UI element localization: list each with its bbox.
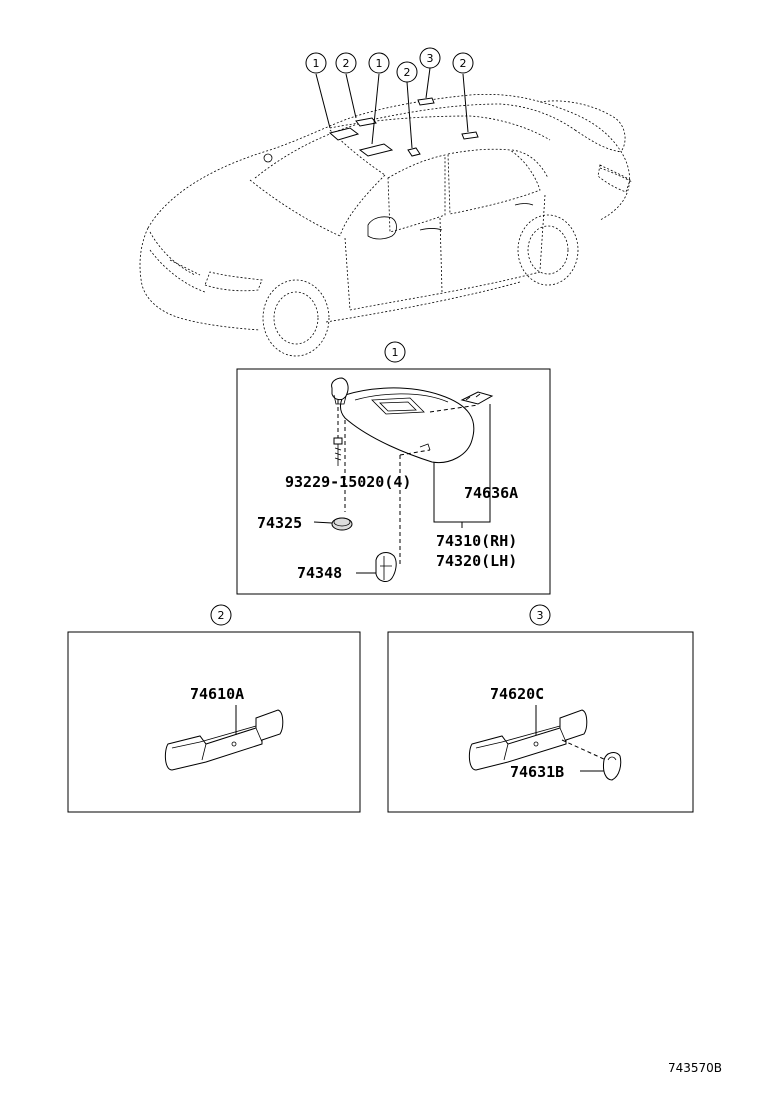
svg-text:1: 1	[313, 57, 320, 70]
car-illustration	[139, 67, 633, 357]
assist-grip-hook-box	[387, 631, 694, 813]
assist-grip-illustration	[164, 705, 284, 771]
svg-text:2: 2	[218, 609, 225, 622]
svg-text:1: 1	[376, 57, 383, 70]
callout-1a: 1	[305, 52, 327, 74]
callout-2a: 2	[335, 52, 357, 74]
part-number-74631B: 74631B	[510, 763, 564, 781]
callout-2b: 2	[396, 61, 418, 83]
sun-visor-illustration	[313, 377, 494, 582]
callout-1b: 1	[368, 52, 390, 74]
assist-grip-box	[67, 631, 361, 813]
svg-text:2: 2	[343, 57, 350, 70]
callout-box3-header: 3	[529, 604, 551, 626]
svg-text:2: 2	[404, 66, 411, 79]
part-number-74348: 74348	[297, 564, 342, 582]
sun-visor-box	[236, 368, 551, 595]
part-number-74310-rh: 74310(RH)	[436, 532, 517, 550]
part-number-74325: 74325	[257, 514, 302, 532]
part-number-74320-lh: 74320(LH)	[436, 552, 517, 570]
assist-grip-hook-illustration	[468, 705, 622, 781]
part-number-74620C: 74620C	[490, 685, 544, 703]
svg-text:2: 2	[460, 57, 467, 70]
svg-text:1: 1	[392, 346, 399, 359]
svg-text:3: 3	[537, 609, 544, 622]
part-number-93229-15020: 93229-15020(4)	[285, 473, 411, 491]
callout-2c: 2	[452, 52, 474, 74]
callout-3a: 3	[419, 47, 441, 69]
part-number-74610A: 74610A	[190, 685, 244, 703]
callout-box2-header: 2	[210, 604, 232, 626]
callout-box1-header: 1	[384, 341, 406, 363]
diagram-reference-code: 743570B	[668, 1061, 722, 1075]
svg-text:3: 3	[427, 52, 434, 65]
part-number-74636A: 74636A	[464, 484, 518, 502]
